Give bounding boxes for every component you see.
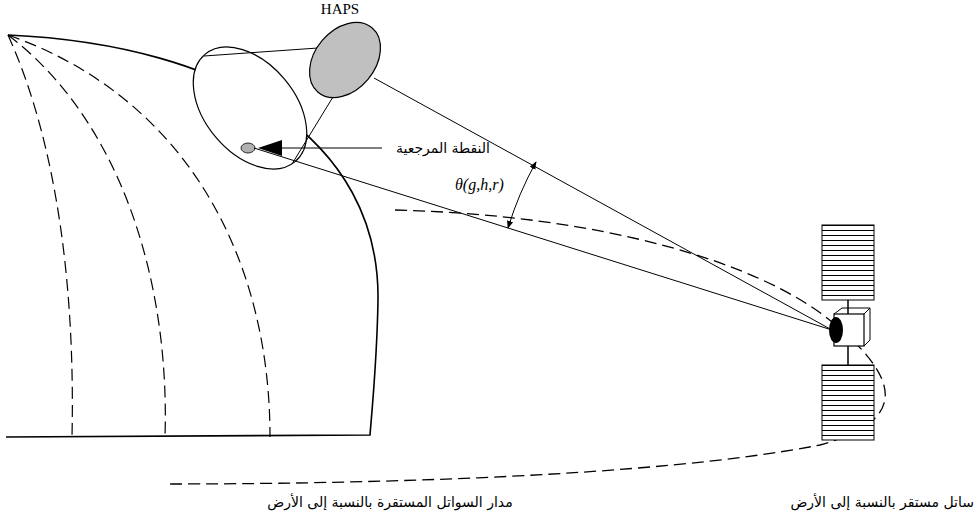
leader-line [282,148,382,149]
haps-platform [295,9,395,112]
coverage-area [171,25,330,190]
meridian [8,35,72,437]
orbit-label: مدار السواتل المستقرة بالنسبة إلى الأرض [267,494,512,510]
reference-sight-line [254,148,832,330]
pointer-triangle [258,140,282,156]
meridian [8,35,165,437]
gso-satellite [822,225,874,440]
angle-arc [508,162,536,228]
platform-label: HAPS [321,1,359,18]
reference-point-label: النقطة المرجعية [396,140,490,156]
coverage-cone-line [204,48,318,56]
satellite-label: ساتل مستقر بالنسبة إلى الأرض [790,494,974,510]
reference-point [241,143,255,153]
angle-label: θ(g,h,r) [455,176,504,194]
coverage-cone-line [292,92,336,164]
haps-sight-line [374,78,832,330]
